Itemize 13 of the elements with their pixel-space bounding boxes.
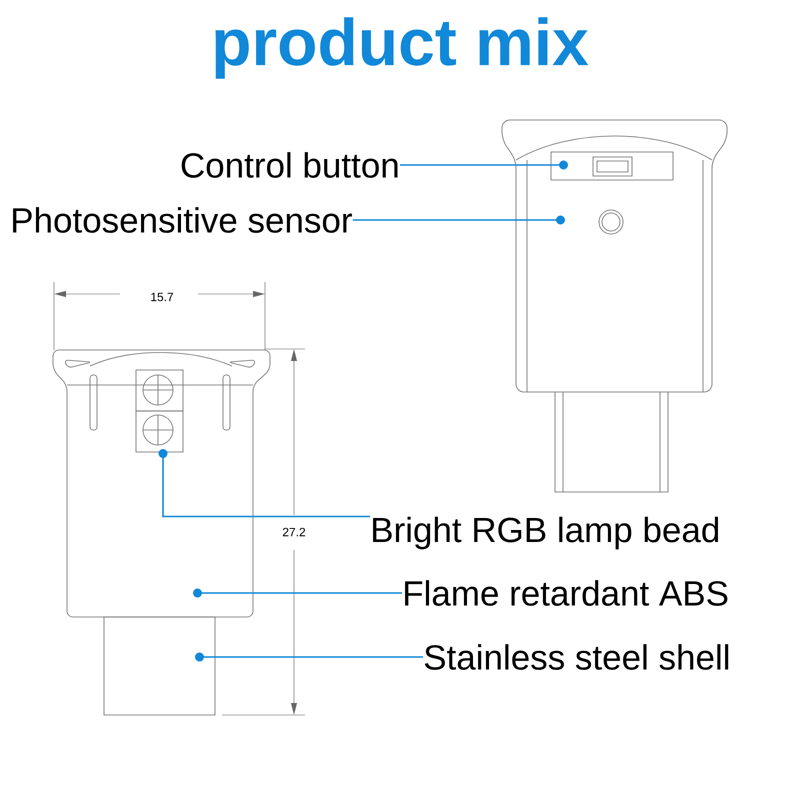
leader-line <box>400 160 568 170</box>
callout-label: Flame retardant ABS <box>405 580 728 606</box>
callout-label: Control button <box>182 152 398 178</box>
leader-line <box>158 449 370 518</box>
callout-label: Stainless steel shell <box>424 644 728 670</box>
dimension-label: 27.2 <box>281 526 307 538</box>
leader-line <box>195 652 423 662</box>
dimension-label: 15.7 <box>149 292 175 302</box>
callout-label: Photosensitive sensor <box>13 207 352 233</box>
leader-line <box>193 588 402 598</box>
callout-label: Bright RGB lamp bead <box>373 516 718 550</box>
title: product mix <box>216 17 588 79</box>
leader-line <box>352 216 565 224</box>
